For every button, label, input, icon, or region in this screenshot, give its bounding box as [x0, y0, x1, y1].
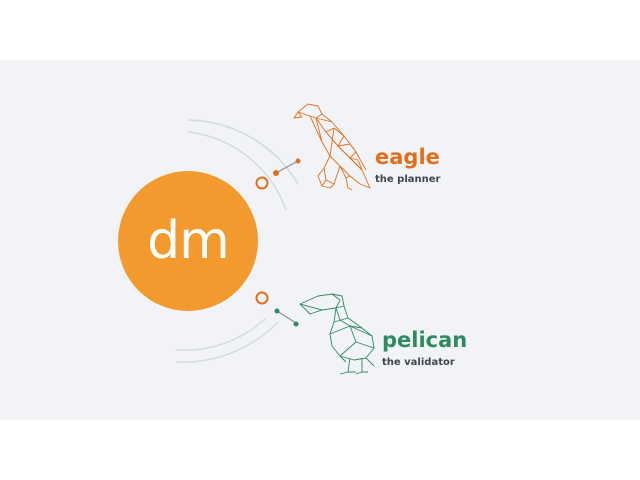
pelican-icon — [299, 293, 375, 375]
eagle-icon — [293, 103, 371, 191]
eagle-dot-outer — [295, 158, 301, 164]
eagle-role: the planner — [375, 174, 441, 185]
logo-circle — [118, 171, 258, 311]
eagle-ring — [255, 176, 269, 190]
background-band — [0, 60, 640, 420]
eagle-name: eagle — [375, 145, 440, 169]
eagle-label: eagle the planner — [375, 145, 441, 185]
dm-logo: dm — [118, 171, 258, 311]
pelican-ring — [255, 291, 269, 305]
eagle-line — [275, 161, 297, 174]
eagle-dot-inner — [273, 170, 279, 176]
pelican-line — [276, 310, 297, 324]
pelican-connector — [255, 291, 299, 327]
pelican-dot-inner — [274, 308, 280, 314]
eagle-connector — [255, 158, 301, 190]
pelican-label: pelican the validator — [382, 328, 467, 368]
pelican-role: the validator — [382, 357, 455, 368]
pelican-name: pelican — [382, 328, 467, 352]
orbit-arc-lower-inner — [175, 317, 267, 352]
orbit-arc-inner — [187, 131, 287, 211]
logo-text: dm — [147, 211, 229, 271]
pelican-dot-outer — [293, 321, 299, 327]
orbit-arc-outer — [187, 119, 299, 185]
orbit-arcs — [175, 119, 299, 363]
orbit-arc-lower-outer — [175, 321, 279, 363]
